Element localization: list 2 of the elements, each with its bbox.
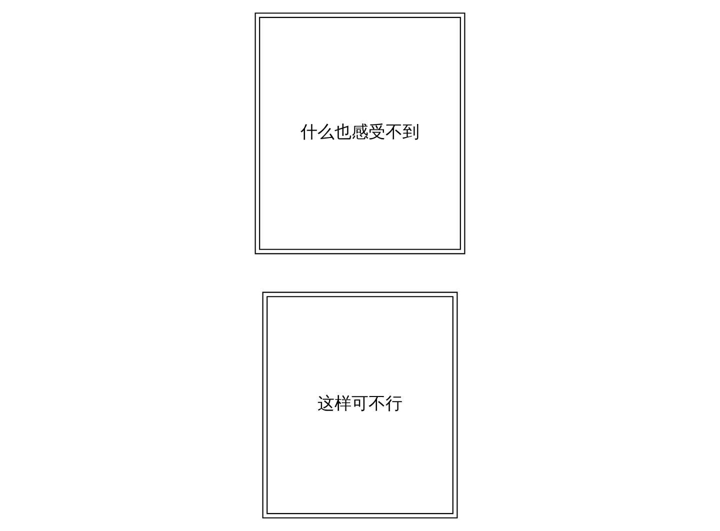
node-box: 这样可不行 xyxy=(262,292,458,518)
node-box: 什么也感受不到 xyxy=(254,12,466,254)
